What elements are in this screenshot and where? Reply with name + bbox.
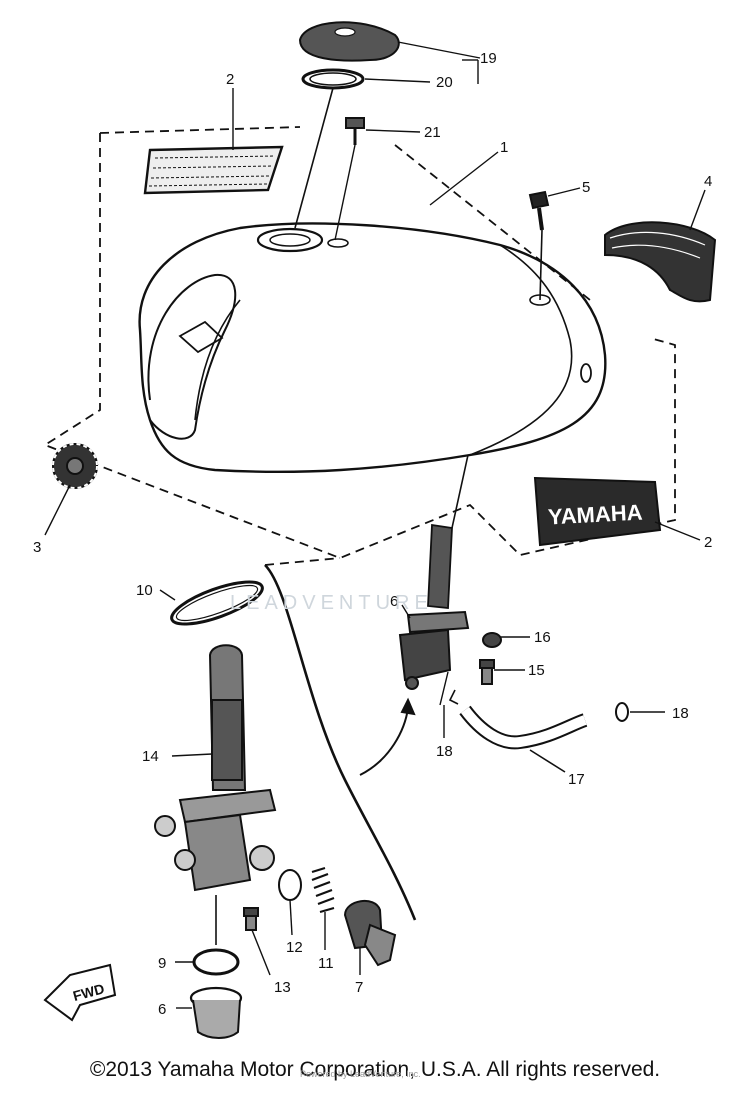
label-13: 13	[274, 979, 291, 996]
label-9: 9	[158, 955, 166, 972]
label-11: 11	[318, 955, 334, 972]
label-5: 5	[582, 179, 590, 196]
screw-15	[479, 659, 495, 685]
screw-13	[243, 907, 259, 931]
label-19: 19	[480, 50, 497, 67]
label-2-side: 2	[704, 534, 712, 551]
fuel-hose	[459, 705, 588, 750]
watermark: LEADVENTURE	[230, 592, 433, 614]
bolt-5	[528, 190, 550, 231]
fuel-cap	[298, 21, 400, 62]
label-17: 17	[568, 771, 585, 788]
emblem-top	[143, 145, 284, 195]
fuel-cock-small	[398, 523, 470, 690]
part-labels: 2 19 20 21 1 5 4 2 3 10 6 16 15 18 18 17…	[33, 50, 712, 1018]
leader-lines	[44, 41, 706, 1009]
label-20: 20	[436, 74, 453, 91]
indicator-arrow	[359, 707, 409, 776]
label-18-small: 18	[436, 743, 453, 760]
assembly-outline	[43, 126, 676, 566]
strainer-cup	[189, 986, 243, 1039]
arrow-head	[400, 697, 416, 716]
cap-screw	[345, 117, 365, 145]
fuel-cock-large	[154, 644, 277, 892]
washer-16	[482, 632, 502, 648]
label-3: 3	[33, 539, 41, 556]
cap-gasket	[301, 68, 365, 90]
emblem-yamaha-text: YAMAHA	[547, 500, 643, 530]
knob	[52, 443, 98, 489]
label-12: 12	[286, 939, 303, 956]
watermark-sub: Powered by LeadVenture, Inc.	[300, 1069, 421, 1079]
gasket-10	[170, 580, 264, 626]
label-15: 15	[528, 662, 545, 679]
washer-12	[278, 869, 302, 901]
label-10: 10	[136, 582, 153, 599]
label-21: 21	[424, 124, 441, 141]
label-4: 4	[704, 173, 712, 190]
spring-11	[311, 866, 335, 914]
fwd-text: FWD	[71, 980, 106, 1004]
label-1: 1	[500, 139, 508, 156]
o-ring-9	[192, 948, 240, 976]
emblem-side	[604, 221, 717, 303]
label-7: 7	[355, 979, 363, 996]
label-16: 16	[534, 629, 551, 646]
label-14: 14	[142, 748, 159, 765]
emblem-yamaha: YAMAHA	[533, 476, 662, 547]
lever-7	[343, 900, 397, 967]
fuel-tank	[138, 222, 607, 474]
label-2-top: 2	[226, 71, 234, 88]
connector-line	[264, 564, 417, 921]
fwd-arrow: FWD	[43, 963, 117, 1022]
label-8: 6	[158, 1001, 166, 1018]
copyright-footer: ©2013 Yamaha Motor Corporation, U.S.A. A…	[89, 1058, 661, 1081]
clip-18	[615, 702, 629, 722]
clip-18-small	[448, 689, 459, 705]
label-18-right: 18	[672, 705, 689, 722]
label-6-top: 6	[390, 593, 398, 610]
